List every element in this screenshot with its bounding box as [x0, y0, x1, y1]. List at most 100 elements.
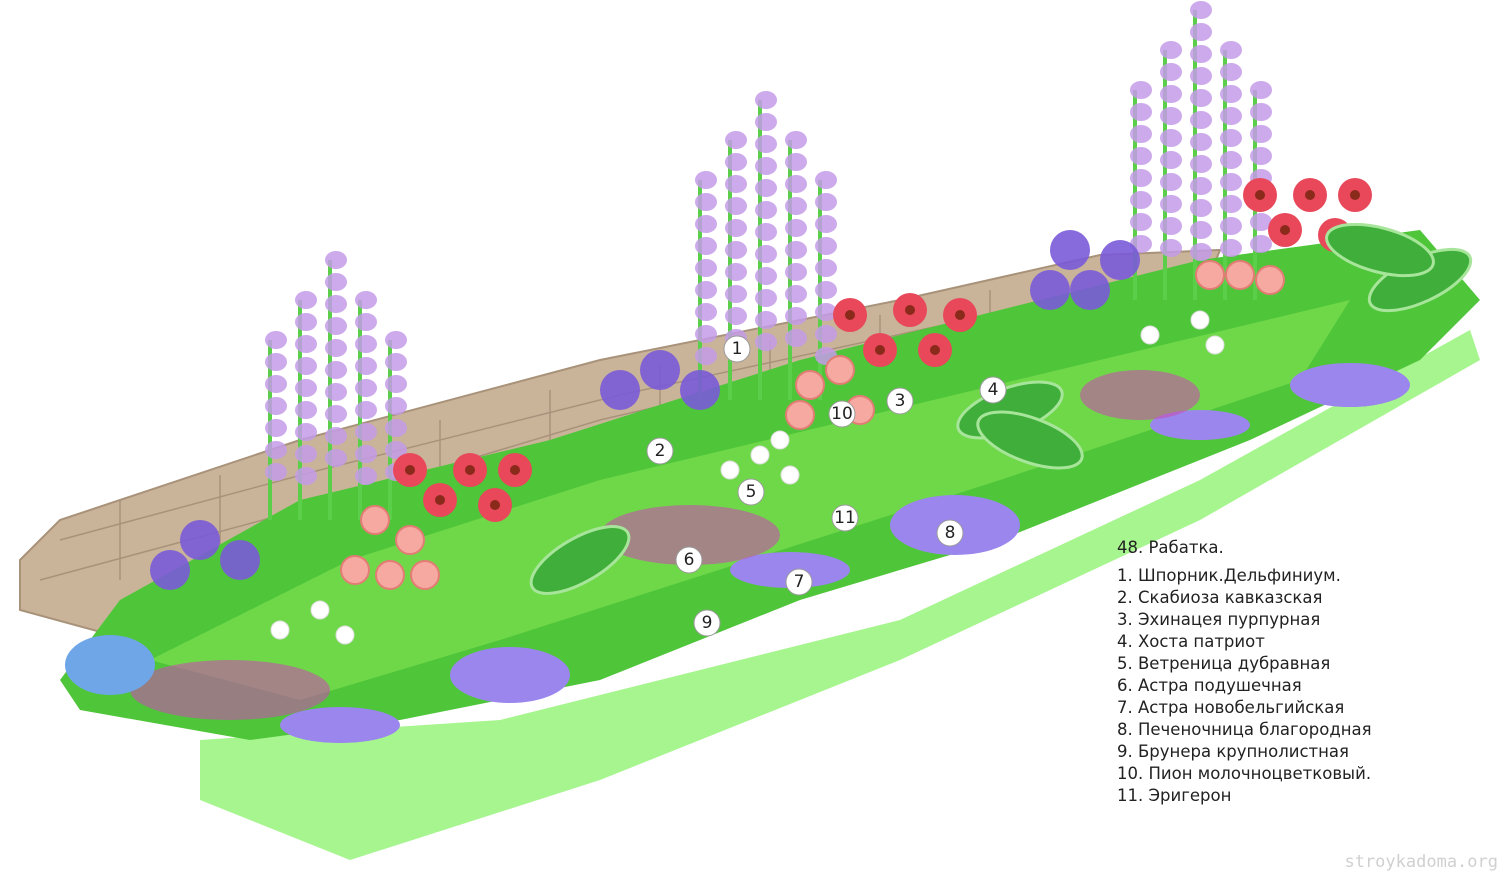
delphinium-flower — [325, 449, 347, 467]
lawn-strip — [200, 330, 1480, 860]
delphinium-flower — [385, 397, 407, 415]
peony-flower — [360, 505, 390, 535]
marker-number: 9 — [702, 613, 713, 633]
delphinium-flower — [1160, 41, 1182, 59]
legend-item: 2. Скабиоза кавказская — [1117, 588, 1323, 607]
delphinium-flower — [1160, 217, 1182, 235]
plant-marker-2: 2 — [646, 437, 674, 465]
delphinium-flower — [1190, 199, 1212, 217]
delphinium-flower — [755, 289, 777, 307]
legend-item: 8. Печеночница благородная — [1117, 720, 1372, 739]
marker-circle — [675, 546, 703, 574]
delphinium-flower — [755, 201, 777, 219]
delphinium-flower — [265, 441, 287, 459]
marker-circle — [979, 376, 1007, 404]
peony-flower — [395, 525, 425, 555]
delphinium-flower — [725, 197, 747, 215]
plant-marker-6: 6 — [675, 546, 703, 574]
echinacea-center — [930, 345, 940, 355]
legend-item: 1. Шпорник.Дельфиниум. — [1117, 566, 1341, 585]
delphinium-flower — [1160, 129, 1182, 147]
anemone-flower — [720, 460, 740, 480]
delphinium-flower — [725, 241, 747, 259]
scabiosa-flower — [1030, 270, 1070, 310]
peony-flower — [1195, 260, 1225, 290]
scabiosa-flower — [600, 370, 640, 410]
delphinium-flower — [755, 245, 777, 263]
delphinium-flower — [325, 361, 347, 379]
delphinium-flower — [355, 357, 377, 375]
legend-title: 48. Рабатка. — [1117, 538, 1224, 557]
legend-item: 4. Хоста патриот — [1117, 632, 1265, 651]
delphinium-flower — [1190, 177, 1212, 195]
delphinium-flower — [1250, 213, 1272, 231]
delphinium-flower — [355, 291, 377, 309]
delphinium-flower — [1160, 63, 1182, 81]
delphinium-flower — [1220, 129, 1242, 147]
marker-circle — [831, 504, 859, 532]
delphinium-flower — [1130, 147, 1152, 165]
plant-marker-8: 8 — [936, 519, 964, 547]
delphinium-flower — [815, 325, 837, 343]
marker-circle — [828, 400, 856, 428]
legend-item: 11. Эригерон — [1117, 786, 1232, 805]
echinacea-center — [1280, 225, 1290, 235]
brunnera-flowers — [65, 635, 155, 695]
delphinium-flower — [755, 311, 777, 329]
delphinium-flower — [1190, 23, 1212, 41]
aster-cushion — [280, 707, 400, 743]
delphinium-flower — [325, 251, 347, 269]
delphinium-flower — [355, 313, 377, 331]
marker-circle — [723, 335, 751, 363]
scabiosa-flower — [640, 350, 680, 390]
echinacea-center — [465, 465, 475, 475]
delphinium-flower — [1220, 173, 1242, 191]
delphinium-flower — [695, 171, 717, 189]
plant-marker-9: 9 — [693, 609, 721, 637]
delphinium-flower — [355, 467, 377, 485]
delphinium-flower — [695, 303, 717, 321]
hosta-leaf — [976, 410, 1084, 470]
delphinium-flower — [755, 113, 777, 131]
delphinium-flower — [725, 285, 747, 303]
delphinium-flower — [1190, 155, 1212, 173]
scabiosa-flower — [150, 550, 190, 590]
delphinium-flower — [1190, 89, 1212, 107]
marker-number: 1 — [732, 339, 743, 359]
delphinium-flower — [785, 241, 807, 259]
scabiosa-flower — [1050, 230, 1090, 270]
delphinium-flower — [325, 405, 347, 423]
delphinium-flower — [725, 131, 747, 149]
peony-flower — [375, 560, 405, 590]
delphinium-flower — [725, 153, 747, 171]
peony-flower — [410, 560, 440, 590]
echinacea-center — [490, 500, 500, 510]
plant-marker-11: 11 — [831, 504, 859, 532]
anemone-flower — [335, 625, 355, 645]
delphinium-flower — [815, 303, 837, 321]
delphinium-flower — [1250, 81, 1272, 99]
peony-flower — [795, 370, 825, 400]
scabiosa-flower — [1100, 240, 1140, 280]
hosta-leaf — [1325, 222, 1435, 278]
delphinium-flower — [295, 467, 317, 485]
anemone-flower — [750, 445, 770, 465]
delphinium-flower — [295, 313, 317, 331]
peony-flower — [1225, 260, 1255, 290]
delphinium-flower — [1190, 45, 1212, 63]
delphinium-flower — [785, 307, 807, 325]
delphinium-flower — [1220, 217, 1242, 235]
delphinium-flower — [725, 219, 747, 237]
delphinium-flower — [1250, 103, 1272, 121]
delphinium-flower — [265, 353, 287, 371]
anemone-flower — [310, 600, 330, 620]
delphinium-flower — [265, 331, 287, 349]
delphinium-flower — [265, 419, 287, 437]
pink-aster-cushion — [130, 660, 330, 720]
delphinium-flower — [785, 329, 807, 347]
legend-item: 5. Ветреница дубравная — [1117, 654, 1331, 673]
echinacea-center — [405, 465, 415, 475]
marker-number: 3 — [895, 391, 906, 411]
aster-cushion — [730, 552, 850, 588]
